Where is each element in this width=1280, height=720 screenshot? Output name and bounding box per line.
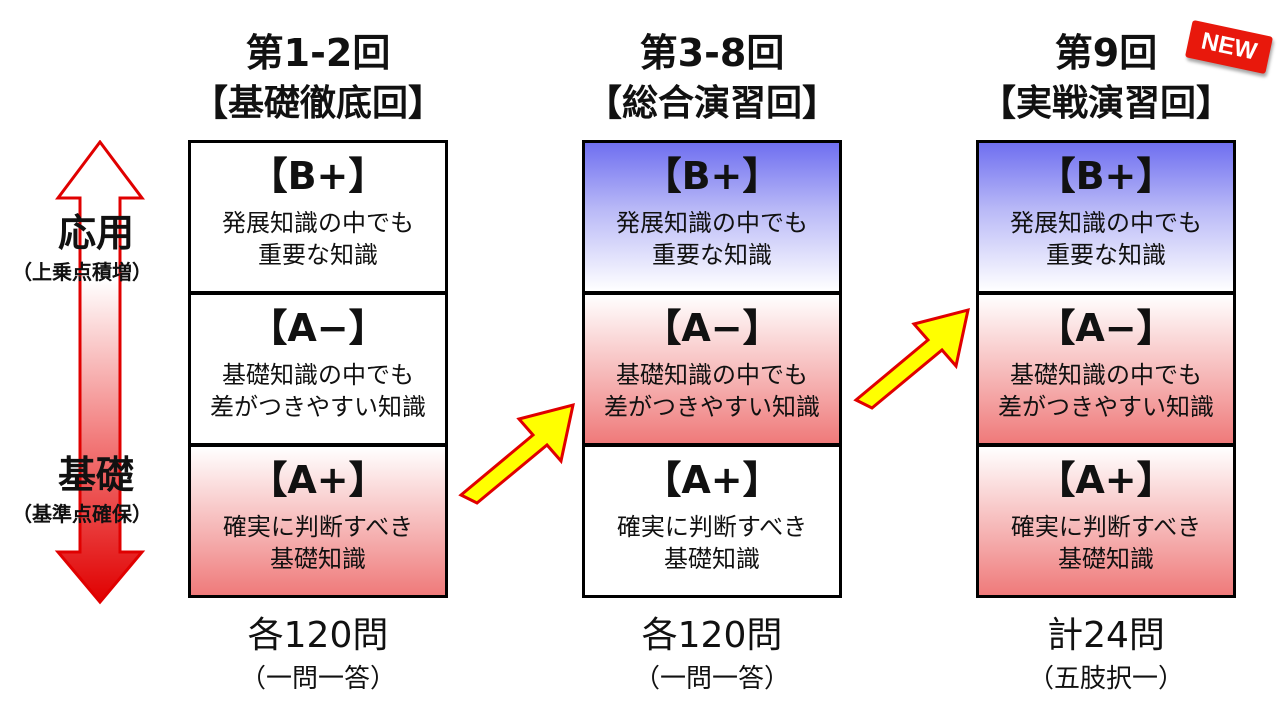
level-box-a-plus: 【A+】 確実に判断すべき 基礎知識 [585,447,839,595]
question-count: 各120問 [247,615,389,656]
side-sublabel-basic: （基準点確保） [12,502,152,526]
side-label-basic: 基礎 [58,453,135,497]
level-desc-line2: 重要な知識 [258,241,378,269]
column-title: 第9回 [1054,31,1158,75]
level-label: 【A+】 [1037,458,1175,502]
level-label: 【A+】 [249,458,387,502]
level-desc-line1: 基礎知識の中でも [616,361,808,389]
level-label: 【A+】 [643,458,781,502]
column-subtitle: 【実戦演習回】 [979,83,1232,124]
level-box-b-plus: 【B+】 発展知識の中でも 重要な知識 [979,143,1233,295]
level-desc-line2: 基礎知識 [270,545,366,573]
level-box-b-plus: 【B+】 発展知識の中でも 重要な知識 [585,143,839,295]
level-desc-line2: 差がつきやすい知識 [604,393,820,421]
level-label: 【B+】 [643,154,781,198]
level-desc-line2: 重要な知識 [1046,241,1166,269]
level-box-a-minus: 【A−】 基礎知識の中でも 差がつきやすい知識 [979,295,1233,447]
column-title: 第1-2回 [245,31,391,75]
question-format: （一問一答） [633,664,790,694]
level-desc-line1: 確実に判断すべき [616,513,808,541]
progress-arrow-1 [458,402,575,505]
level-box-a-minus: 【A−】 基礎知識の中でも 差がつきやすい知識 [191,295,445,447]
column-title: 第3-8回 [639,31,785,75]
column-subtitle: 【基礎徹底回】 [191,83,444,124]
column-subtitle: 【総合演習回】 [585,83,838,124]
side-sublabel-applied: （上乗点積増） [12,260,152,284]
level-desc-line1: 発展知識の中でも [616,209,808,237]
question-count: 各120問 [641,615,783,656]
question-count: 計24問 [1047,615,1165,656]
level-desc-line1: 発展知識の中でも [1010,209,1202,237]
level-desc-line1: 基礎知識の中でも [222,361,414,389]
level-stack: 【B+】 発展知識の中でも 重要な知識 【A−】 基礎知識の中でも 差がつきやす… [976,140,1236,598]
level-box-b-plus: 【B+】 発展知識の中でも 重要な知識 [191,143,445,295]
level-label: 【B+】 [249,154,387,198]
level-box-a-plus: 【A+】 確実に判断すべき 基礎知識 [979,447,1233,595]
level-desc-line1: 確実に判断すべき [1010,513,1202,541]
level-desc-line1: 確実に判断すべき [222,513,414,541]
level-desc-line2: 基礎知識 [664,545,760,573]
level-box-a-minus: 【A−】 基礎知識の中でも 差がつきやすい知識 [585,295,839,447]
vertical-double-arrow [54,140,146,605]
level-label: 【B+】 [1037,154,1175,198]
level-stack: 【B+】 発展知識の中でも 重要な知識 【A−】 基礎知識の中でも 差がつきやす… [582,140,842,598]
level-desc-line2: 差がつきやすい知識 [210,393,426,421]
level-stack: 【B+】 発展知識の中でも 重要な知識 【A−】 基礎知識の中でも 差がつきやす… [188,140,448,598]
question-format: （一問一答） [239,664,396,694]
progress-arrow-2 [853,307,970,410]
question-format: （五肢択一） [1027,664,1184,694]
level-desc-line1: 発展知識の中でも [222,209,414,237]
level-label: 【A−】 [1037,306,1175,350]
level-box-a-plus: 【A+】 確実に判断すべき 基礎知識 [191,447,445,595]
level-label: 【A−】 [643,306,781,350]
level-desc-line1: 基礎知識の中でも [1010,361,1202,389]
level-desc-line2: 基礎知識 [1058,545,1154,573]
level-desc-line2: 重要な知識 [652,241,772,269]
level-desc-line2: 差がつきやすい知識 [998,393,1214,421]
level-label: 【A−】 [249,306,387,350]
side-label-applied: 応用 [58,211,135,255]
